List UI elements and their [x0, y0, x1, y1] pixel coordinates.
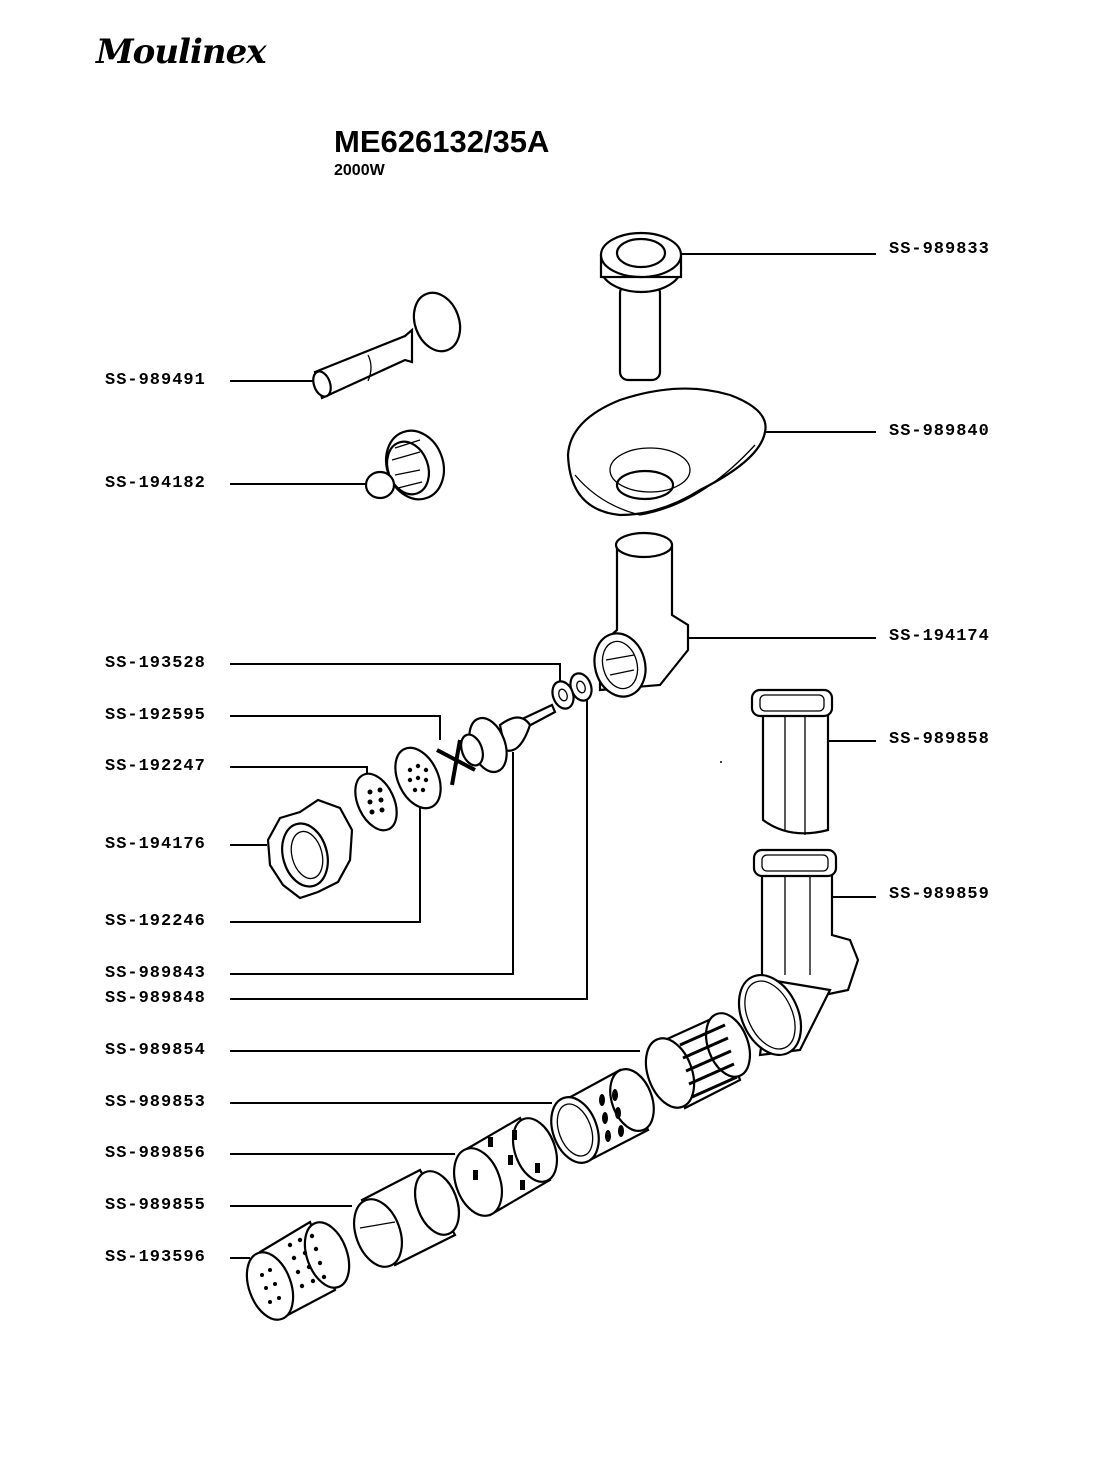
part-label: SS-989855 [105, 1196, 206, 1215]
brand-logo: Moulinex [96, 32, 266, 72]
fine-grid-drawing [394, 746, 442, 810]
model-number: ME626132/35A [334, 124, 550, 159]
part-label: SS-194182 [105, 474, 206, 493]
cone-drum-drawing [353, 1168, 461, 1268]
part-label: SS-989853 [105, 1093, 206, 1112]
part-label: SS-192247 [105, 757, 206, 776]
slicer-body-drawing [737, 848, 860, 1057]
part-label: SS-192246 [105, 912, 206, 931]
fine-grater-drum-drawing [644, 1012, 752, 1110]
leader-washer [230, 663, 561, 685]
part-label: SS-989859 [889, 885, 990, 904]
leader-fine-grid [230, 808, 421, 923]
mincer-head-drawing [593, 531, 690, 698]
pusher-drawing [599, 231, 683, 382]
leader-feed-screw [230, 752, 514, 975]
slicer-pusher-drawing [750, 688, 834, 835]
medium-grid-drawing [354, 772, 398, 832]
feed-tray-drawing [566, 387, 767, 517]
part-label: SS-989848 [105, 989, 206, 1008]
blade-drawing [436, 739, 476, 786]
part-label: SS-989491 [105, 371, 206, 390]
part-label: SS-194174 [889, 627, 990, 646]
part-label: SS-989856 [105, 1144, 206, 1163]
sausage-funnel-drawing [312, 291, 462, 400]
feed-screw-drawing [460, 703, 557, 774]
part-label: SS-989854 [105, 1041, 206, 1060]
leader-blade [230, 715, 441, 740]
part-label: SS-193528 [105, 654, 206, 673]
grating-drum-drawing [245, 1220, 351, 1321]
part-label: SS-989843 [105, 964, 206, 983]
slicer-drum-drawing [453, 1116, 559, 1217]
part-label: SS-193596 [105, 1248, 206, 1267]
locking-nut-drawing [266, 798, 354, 900]
kebbe-cone-drawing [364, 429, 446, 501]
part-label: SS-989833 [889, 240, 990, 259]
part-label: SS-194176 [105, 835, 206, 854]
leader-medium-grid [230, 766, 368, 785]
part-label: SS-989858 [889, 730, 990, 749]
power-rating: 2000W [334, 162, 385, 179]
stray-dot [720, 761, 722, 763]
coarse-grater-drum-drawing [550, 1068, 655, 1164]
leader-ring [230, 700, 588, 1000]
part-label: SS-192595 [105, 706, 206, 725]
washer-drawing [551, 680, 575, 710]
part-label: SS-989840 [889, 422, 990, 441]
